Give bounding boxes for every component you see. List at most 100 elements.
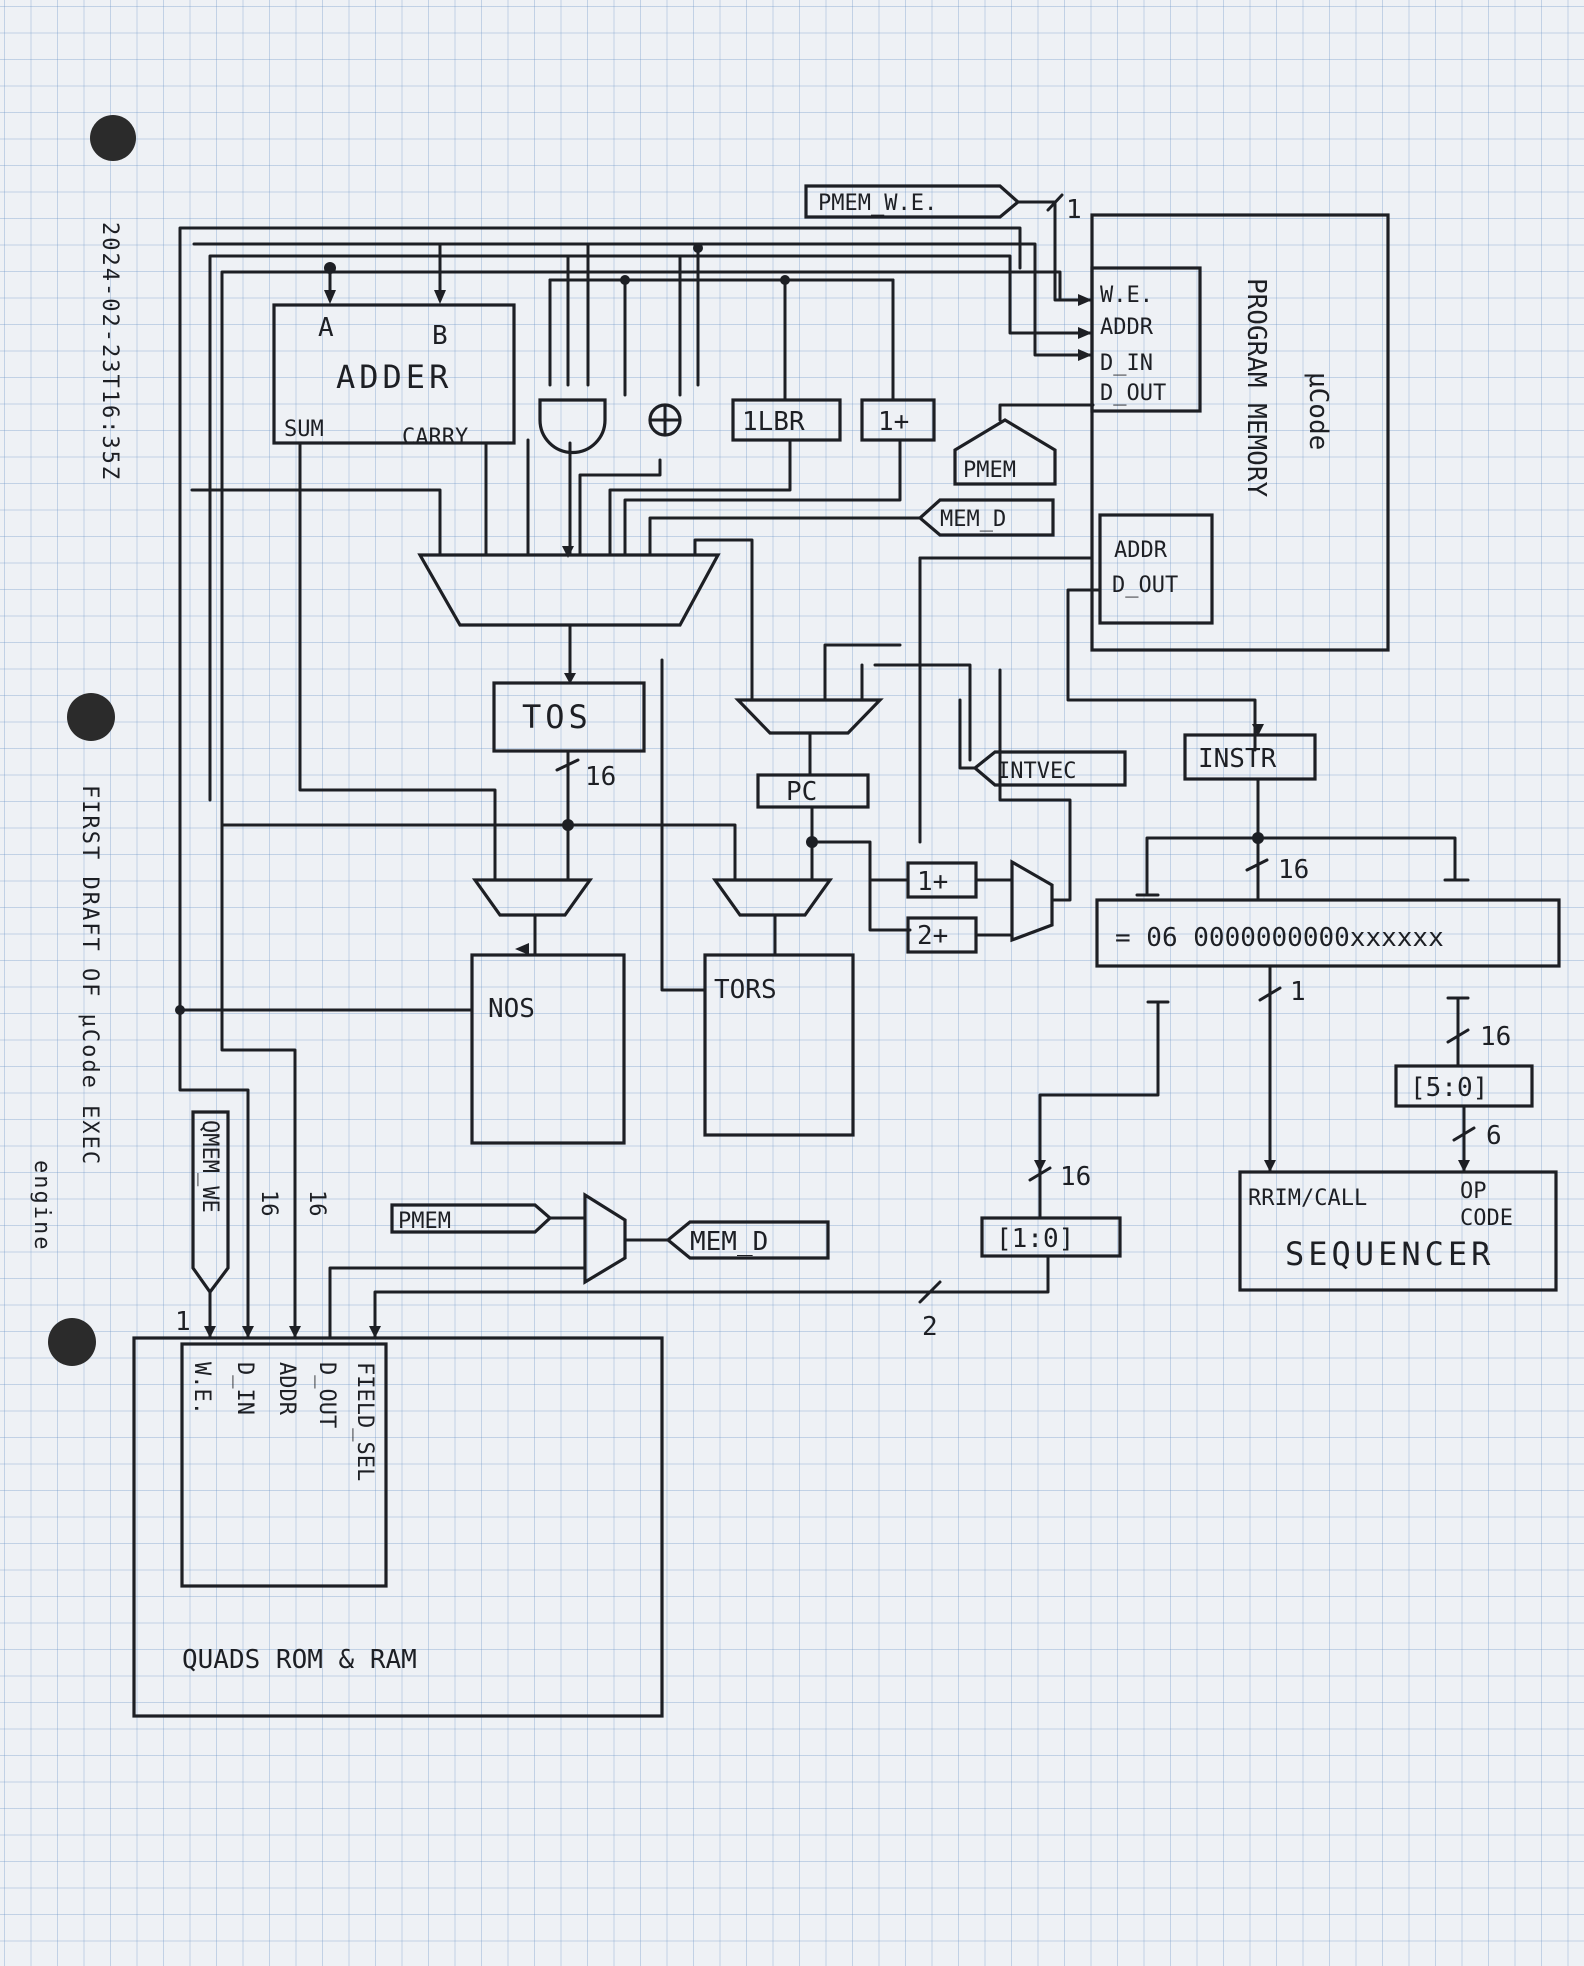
wire-slice5-in (1446, 996, 1470, 1068)
wire-tors-back (660, 658, 707, 992)
arrowhead-addr (1078, 327, 1092, 339)
field-sel-width: 2 (922, 1312, 938, 1342)
tick-tos-out (555, 758, 580, 772)
quads-title: QUADS ROM & RAM (182, 1645, 417, 1675)
top-mux (417, 553, 721, 627)
wire-intvec (958, 698, 977, 770)
tick-compare-out (1258, 986, 1282, 1002)
slice-1-0-label: [1:0] (996, 1224, 1074, 1254)
qmem-we-width: 1 (175, 1307, 191, 1337)
inc-mux (1010, 859, 1054, 943)
quads-port-box (180, 1342, 388, 1588)
slice-5-0-label: [5:0] (1410, 1073, 1488, 1103)
pmem-mux-tag-label: PMEM (398, 1209, 451, 1234)
xor-cross (648, 403, 682, 437)
wire-memd-topmux (648, 516, 922, 557)
lbr-label: 1LBR (742, 407, 805, 437)
lbr-block (731, 398, 842, 442)
tors-mux (711, 878, 834, 917)
slice5-in-width: 16 (1480, 1022, 1511, 1052)
pmem-mux-tag-shape (390, 1203, 553, 1234)
pm-port2-addr: ADDR (1114, 538, 1168, 563)
compare-label: = 06 0000000000xxxxxx (1115, 923, 1444, 953)
seq-port-b-line1: OP (1460, 1179, 1487, 1204)
qmem-we-tag-label: QMEM_WE (197, 1120, 222, 1213)
pm-title-line2: PROGRAM MEMORY (1241, 278, 1271, 497)
quads-block (132, 1336, 664, 1718)
tick-slice5-out (1452, 1126, 1476, 1142)
pc-mux (734, 698, 884, 735)
inc1-pc-label: 1+ (917, 867, 948, 897)
wires-inc-to-mux (974, 878, 1014, 937)
date-note: 2024-02-23T16:35Z (97, 222, 122, 481)
quads-port-fieldsel: FIELD_SEL (352, 1362, 377, 1481)
tick-slice1-in (1028, 1166, 1052, 1182)
arrowhead-instr (1252, 724, 1264, 736)
pmem-we-tag-label: PMEM_W.E. (818, 191, 937, 216)
bus-top-3 (208, 254, 1092, 802)
tick-pmem-we (1046, 193, 1064, 212)
wires-into-pc-mux (750, 643, 972, 762)
caption-line2: engine (29, 1160, 54, 1251)
instr-width: 16 (1278, 855, 1309, 885)
instr-block (1183, 733, 1317, 781)
wires-memory-mux (328, 1216, 670, 1340)
binder-hole-top (90, 115, 136, 161)
wire-instr-bus (1145, 836, 1457, 897)
pm-port2-dout: D_OUT (1112, 573, 1178, 598)
tick-slice5-in (1446, 1028, 1470, 1044)
arrowhead-qmem (204, 1326, 216, 1338)
bus-top-outer (178, 226, 1022, 1052)
tick-field-sel (918, 1280, 942, 1304)
wire-topmux-feed-pc (693, 538, 754, 667)
sequencer-block (1238, 1170, 1558, 1292)
adder-out-carry: CARRY (402, 425, 468, 450)
wire-tos-bus (220, 823, 737, 882)
arrowhead-nos-in (515, 943, 529, 955)
arrowhead-tos (564, 673, 576, 684)
wire-pmem-we (1016, 200, 1092, 302)
arrowhead-slice1 (1034, 1160, 1046, 1172)
quads-port-din: D_IN (232, 1362, 257, 1415)
pc-label: PC (786, 777, 817, 807)
arrowhead-fieldsel (369, 1326, 381, 1338)
pm-title-line1: μCode (1303, 372, 1333, 450)
compare-block (1095, 898, 1561, 968)
inc2-pc-label: 2+ (917, 921, 948, 951)
pm-port-we: W.E. (1100, 283, 1153, 308)
adder-out-sum: SUM (284, 417, 324, 442)
qmem-we-tag-shape (191, 1110, 230, 1295)
arrowhead-we (1078, 294, 1092, 306)
and-gate (538, 398, 607, 455)
wire-incmux-back (998, 668, 1072, 902)
junction-c (620, 275, 630, 285)
seq-port-a: RRIM/CALL (1248, 1186, 1367, 1211)
pm-port-addr: ADDR (1100, 315, 1154, 340)
quads-port-we: W.E. (189, 1362, 214, 1415)
program-memory-port2 (1098, 513, 1214, 625)
wire-field-sel (373, 1254, 1050, 1340)
quads-port-dout: D_OUT (314, 1362, 339, 1428)
memd-tag-label: MEM_D (940, 507, 1006, 532)
arrowhead-quads-addr (289, 1326, 301, 1338)
wires-into-top-mux (190, 438, 902, 557)
junction-b (693, 243, 703, 253)
arrowhead-din (1078, 349, 1092, 361)
instr-label: INSTR (1198, 744, 1277, 774)
slice-1-0-block (980, 1216, 1122, 1258)
wire-slice1-in (1038, 1000, 1170, 1220)
compare-width: 1 (1290, 977, 1306, 1007)
tors-block (703, 953, 855, 1137)
pmem-we-width: 1 (1066, 195, 1082, 225)
inc1-top-block (860, 398, 936, 442)
seq-port-b-line2: CODE (1460, 1206, 1513, 1231)
quads-port-addr: ADDR (274, 1362, 299, 1416)
arrowhead-b (434, 290, 446, 304)
bus-top-2 (192, 242, 1092, 357)
sequencer-title: SEQUENCER (1285, 1235, 1494, 1273)
slice5-out-width: 6 (1486, 1121, 1502, 1151)
adder-in-b: B (432, 321, 448, 351)
intvec-tag-label: INTVEC (997, 759, 1076, 784)
pm-port-din: D_IN (1100, 351, 1153, 376)
